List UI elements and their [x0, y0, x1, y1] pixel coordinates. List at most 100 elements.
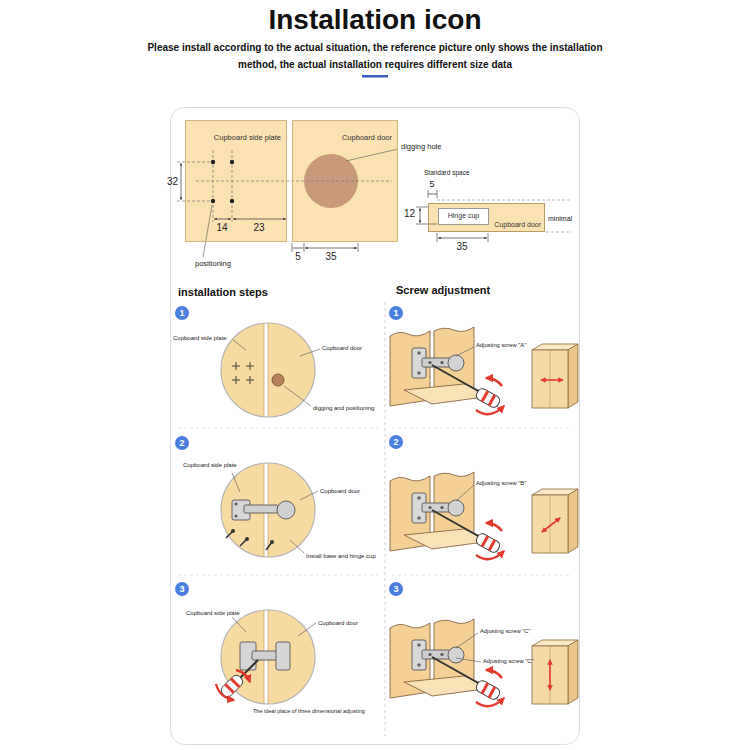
node-text: 1 — [179, 308, 184, 318]
divider — [178, 428, 378, 429]
panel-frame — [171, 108, 580, 745]
hinge-cup-box: Hinge cup — [438, 208, 489, 225]
part-label: Cupboard door — [320, 488, 360, 495]
dimension-line — [293, 248, 304, 249]
section-heading: installation steps — [178, 286, 268, 299]
extension-line — [292, 243, 293, 252]
leader-line — [346, 149, 398, 161]
dimension: 12 — [404, 208, 415, 220]
step-caption: Install base and hinge cup — [306, 553, 376, 560]
leader-line — [456, 485, 474, 501]
magnifier-ring — [221, 463, 315, 557]
dimension-line — [181, 163, 182, 200]
reference-line — [437, 200, 570, 201]
panel-box: Cupboard door — [292, 120, 398, 242]
callout-label: minimal — [548, 215, 572, 223]
magnifier-view — [216, 460, 320, 560]
extension-line — [488, 233, 489, 242]
extension-line — [416, 207, 428, 208]
panel-box: Cupboard side plate — [185, 120, 287, 242]
cabinet — [532, 640, 578, 704]
hinge-scene — [390, 327, 504, 414]
extension-line — [177, 201, 213, 202]
callout-label: digging hole — [401, 143, 441, 152]
magnifier-view — [216, 320, 320, 420]
part-label: Cupboard side plate — [183, 462, 237, 469]
extension-line — [358, 243, 359, 252]
node-text: 2 — [179, 438, 184, 448]
direction-arrow — [541, 379, 563, 381]
screwdriver — [216, 660, 258, 700]
cabinet — [532, 344, 578, 408]
dimension: 35 — [456, 241, 467, 253]
divider — [392, 575, 572, 576]
part-label: Cupboard door — [318, 620, 358, 627]
magnifier-ring — [221, 323, 315, 417]
step-number: 2 — [175, 436, 189, 450]
dimension-line — [233, 219, 286, 220]
screw-label: Adjusting screw "A" — [476, 342, 526, 349]
node-text: 1 — [393, 308, 398, 318]
part-label: Cupboard side plate — [186, 610, 240, 617]
leader-line — [203, 205, 212, 257]
page-title: Installation icon — [0, 4, 750, 36]
step-caption: digging and positioning — [313, 405, 374, 412]
leader-line — [284, 386, 311, 406]
screw-label: Adjusting screw "C" — [483, 658, 534, 665]
extension-line — [177, 162, 213, 163]
divider — [385, 302, 386, 736]
step-number: 2 — [389, 435, 403, 449]
step-number: 1 — [175, 306, 189, 320]
dimension-line — [305, 248, 357, 249]
leader-line — [298, 623, 316, 636]
dimension-line — [214, 219, 231, 220]
leader-line — [456, 633, 478, 648]
position-dot — [211, 199, 215, 203]
center-line — [196, 181, 392, 182]
step-caption: The ideal place of three dimensional adj… — [253, 708, 365, 714]
dimension-line — [420, 208, 421, 223]
callout-label: Standard space — [424, 169, 470, 176]
screw-label: Adjusting screw "C" — [480, 628, 531, 635]
node-text: 3 — [179, 584, 184, 594]
door-section-fill — [428, 203, 545, 232]
reference-line — [546, 232, 572, 233]
dimension: 23 — [253, 222, 264, 234]
node-text: 2 — [393, 437, 398, 447]
step-number: 1 — [389, 306, 403, 320]
dimension: 35 — [325, 251, 336, 263]
callout-label: positioning — [195, 260, 231, 269]
cabinet — [532, 489, 578, 553]
leader-line — [456, 658, 481, 662]
dimension: 5 — [295, 251, 301, 263]
dimension-line — [428, 194, 437, 195]
extension-line — [304, 243, 305, 252]
leader-line — [456, 347, 474, 356]
door-section: Cupboard doorHinge cup — [428, 203, 545, 232]
subtitle: Please install according to the actual s… — [140, 39, 610, 73]
extension-line — [416, 224, 437, 225]
dimension-line — [438, 238, 487, 239]
dimension: 32 — [167, 176, 178, 188]
leader-line — [300, 491, 318, 500]
leader-line — [232, 473, 240, 492]
leader-line — [290, 540, 304, 553]
step-number: 3 — [175, 582, 189, 596]
leader-line — [300, 349, 320, 356]
section-heading: Screw adjustment — [396, 284, 490, 297]
position-dot — [230, 199, 234, 203]
screws — [226, 529, 274, 550]
node-text: Cupboard side plate — [214, 134, 281, 143]
extension-line — [437, 233, 438, 242]
title-underline — [362, 75, 388, 78]
divider — [392, 428, 572, 429]
direction-arrow — [549, 660, 551, 690]
position-dot — [230, 160, 234, 164]
step-number: 3 — [389, 582, 403, 596]
leader-line — [233, 340, 246, 350]
dimension: 14 — [216, 222, 227, 234]
magnifier-view — [216, 607, 320, 707]
